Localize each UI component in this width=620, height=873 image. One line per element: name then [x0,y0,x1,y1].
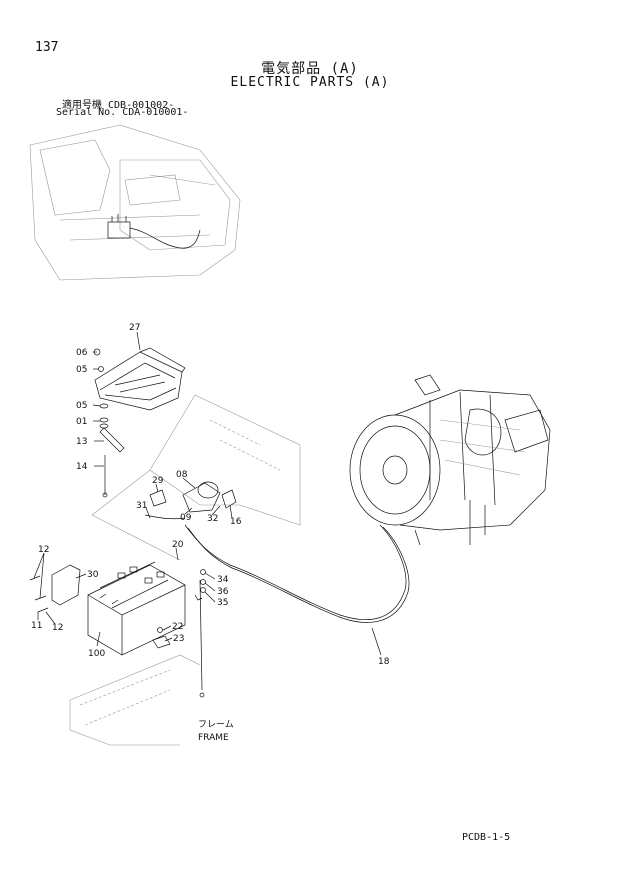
callout-100: 100 [88,649,105,659]
page-title: ELECTRIC PARTS (A) [230,75,390,90]
callout-12-lower: 12 [52,623,63,633]
battery-relay [144,481,237,520]
callout-01: 01 [76,417,87,427]
callout-35: 35 [217,598,228,608]
terminal-parts [152,569,206,649]
callout-36: 36 [217,587,229,597]
callout-32: 32 [207,514,218,524]
callout-13: 13 [76,437,87,447]
battery-cover [94,347,186,411]
callout-27: 27 [129,323,140,333]
engine-drawing [349,374,551,546]
callout-31: 31 [136,501,147,511]
batteries [87,561,186,656]
frame-label-japanese: フレーム [198,719,234,730]
callout-05-lower: 05 [76,401,87,411]
callout-labels: 27 06 05 05 01 13 14 08 29 09 32 16 31 2… [31,323,390,743]
callout-29: 29 [152,476,164,486]
callout-18: 18 [378,657,390,667]
callout-14: 14 [76,462,88,472]
callout-11: 11 [31,621,42,631]
battery-cable [184,524,410,698]
callout-20: 20 [172,540,184,550]
callout-30: 30 [87,570,99,580]
page-number: 137 [35,40,59,55]
page-title-japanese: 電気部品 (A) [261,61,359,77]
callout-34: 34 [217,575,229,585]
frame-label: FRAME [198,733,229,743]
serial-range: Serial No. CDA-010001- [56,107,189,118]
callout-06: 06 [76,348,88,358]
battery-holder [29,564,81,613]
callout-12: 12 [38,545,49,555]
bolt-stack [93,348,125,498]
machine-overview-drawing [29,124,241,281]
page-code: PCDB-1-5 [462,832,511,843]
callout-16: 16 [230,517,242,527]
callout-08: 08 [176,470,188,480]
callout-22: 22 [172,622,183,632]
callout-09: 09 [180,513,192,523]
callout-23: 23 [173,634,184,644]
callout-05: 05 [76,365,87,375]
callout-leaders [33,331,382,656]
frame-plate [91,394,301,561]
frame-base [69,654,201,746]
serial-range-japanese: 適用号機 CDB-001002- [62,100,175,111]
